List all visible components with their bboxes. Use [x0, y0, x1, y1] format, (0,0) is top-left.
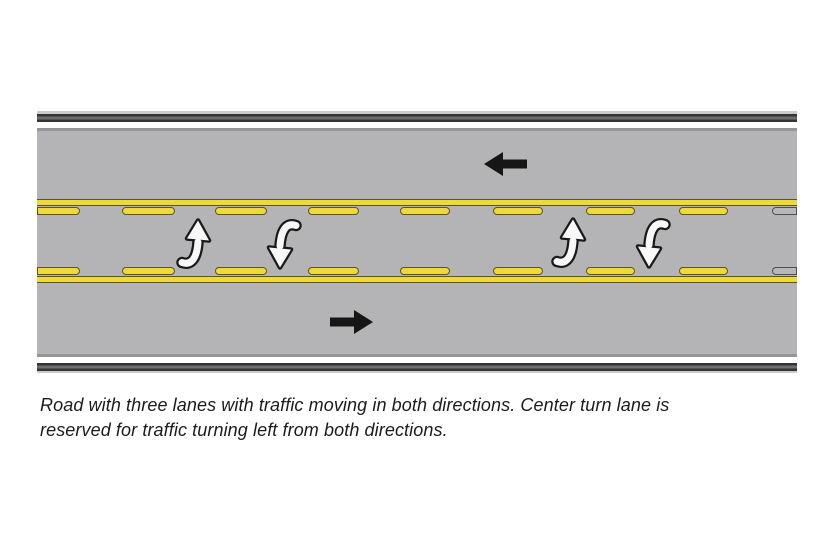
road-diagram	[37, 111, 797, 373]
eastbound-traffic-arrow	[330, 309, 374, 335]
yellow-lane-dash	[586, 267, 635, 275]
yellow-lane-dash	[308, 267, 359, 275]
center-lane-bottom-solid-yellow-line	[37, 276, 797, 283]
left-turn-arrow-eastbound-2	[551, 217, 591, 269]
yellow-lane-dash	[679, 207, 728, 215]
figure-caption: Road with three lanes with traffic movin…	[40, 393, 800, 443]
top-edge-gray-line	[37, 128, 797, 131]
left-turn-arrow-westbound-1	[262, 218, 302, 270]
caption-line-2: reserved for traffic turning left from b…	[40, 420, 448, 440]
yellow-lane-dash	[215, 207, 267, 215]
worn-lane-dash	[772, 207, 797, 215]
left-turn-arrow-eastbound-1	[176, 218, 216, 270]
yellow-lane-dash	[493, 207, 543, 215]
westbound-traffic-arrow	[483, 151, 527, 177]
bottom-shoulder-strip	[37, 370, 797, 373]
yellow-lane-dash	[122, 207, 175, 215]
bottom-edge-gray-line	[37, 354, 797, 357]
top-shoulder-dark-band	[37, 114, 797, 122]
yellow-lane-dash	[37, 207, 80, 215]
bottom-white-edge-line	[37, 356, 797, 363]
yellow-lane-dash	[679, 267, 728, 275]
yellow-lane-dash	[215, 267, 267, 275]
yellow-lane-dash	[122, 267, 175, 275]
bottom-shoulder-dark-band	[37, 362, 797, 371]
yellow-lane-dash	[400, 267, 450, 275]
yellow-lane-dash	[400, 207, 450, 215]
top-white-edge-line	[37, 122, 797, 128]
left-turn-arrow-westbound-2	[631, 217, 671, 269]
worn-lane-dash	[772, 267, 797, 275]
center-lane-top-solid-yellow-line	[37, 199, 797, 206]
yellow-lane-dash	[37, 267, 80, 275]
caption-line-1: Road with three lanes with traffic movin…	[40, 395, 670, 415]
yellow-lane-dash	[586, 207, 635, 215]
yellow-lane-dash	[308, 207, 359, 215]
yellow-lane-dash	[493, 267, 543, 275]
top-shoulder-strip	[37, 111, 797, 114]
